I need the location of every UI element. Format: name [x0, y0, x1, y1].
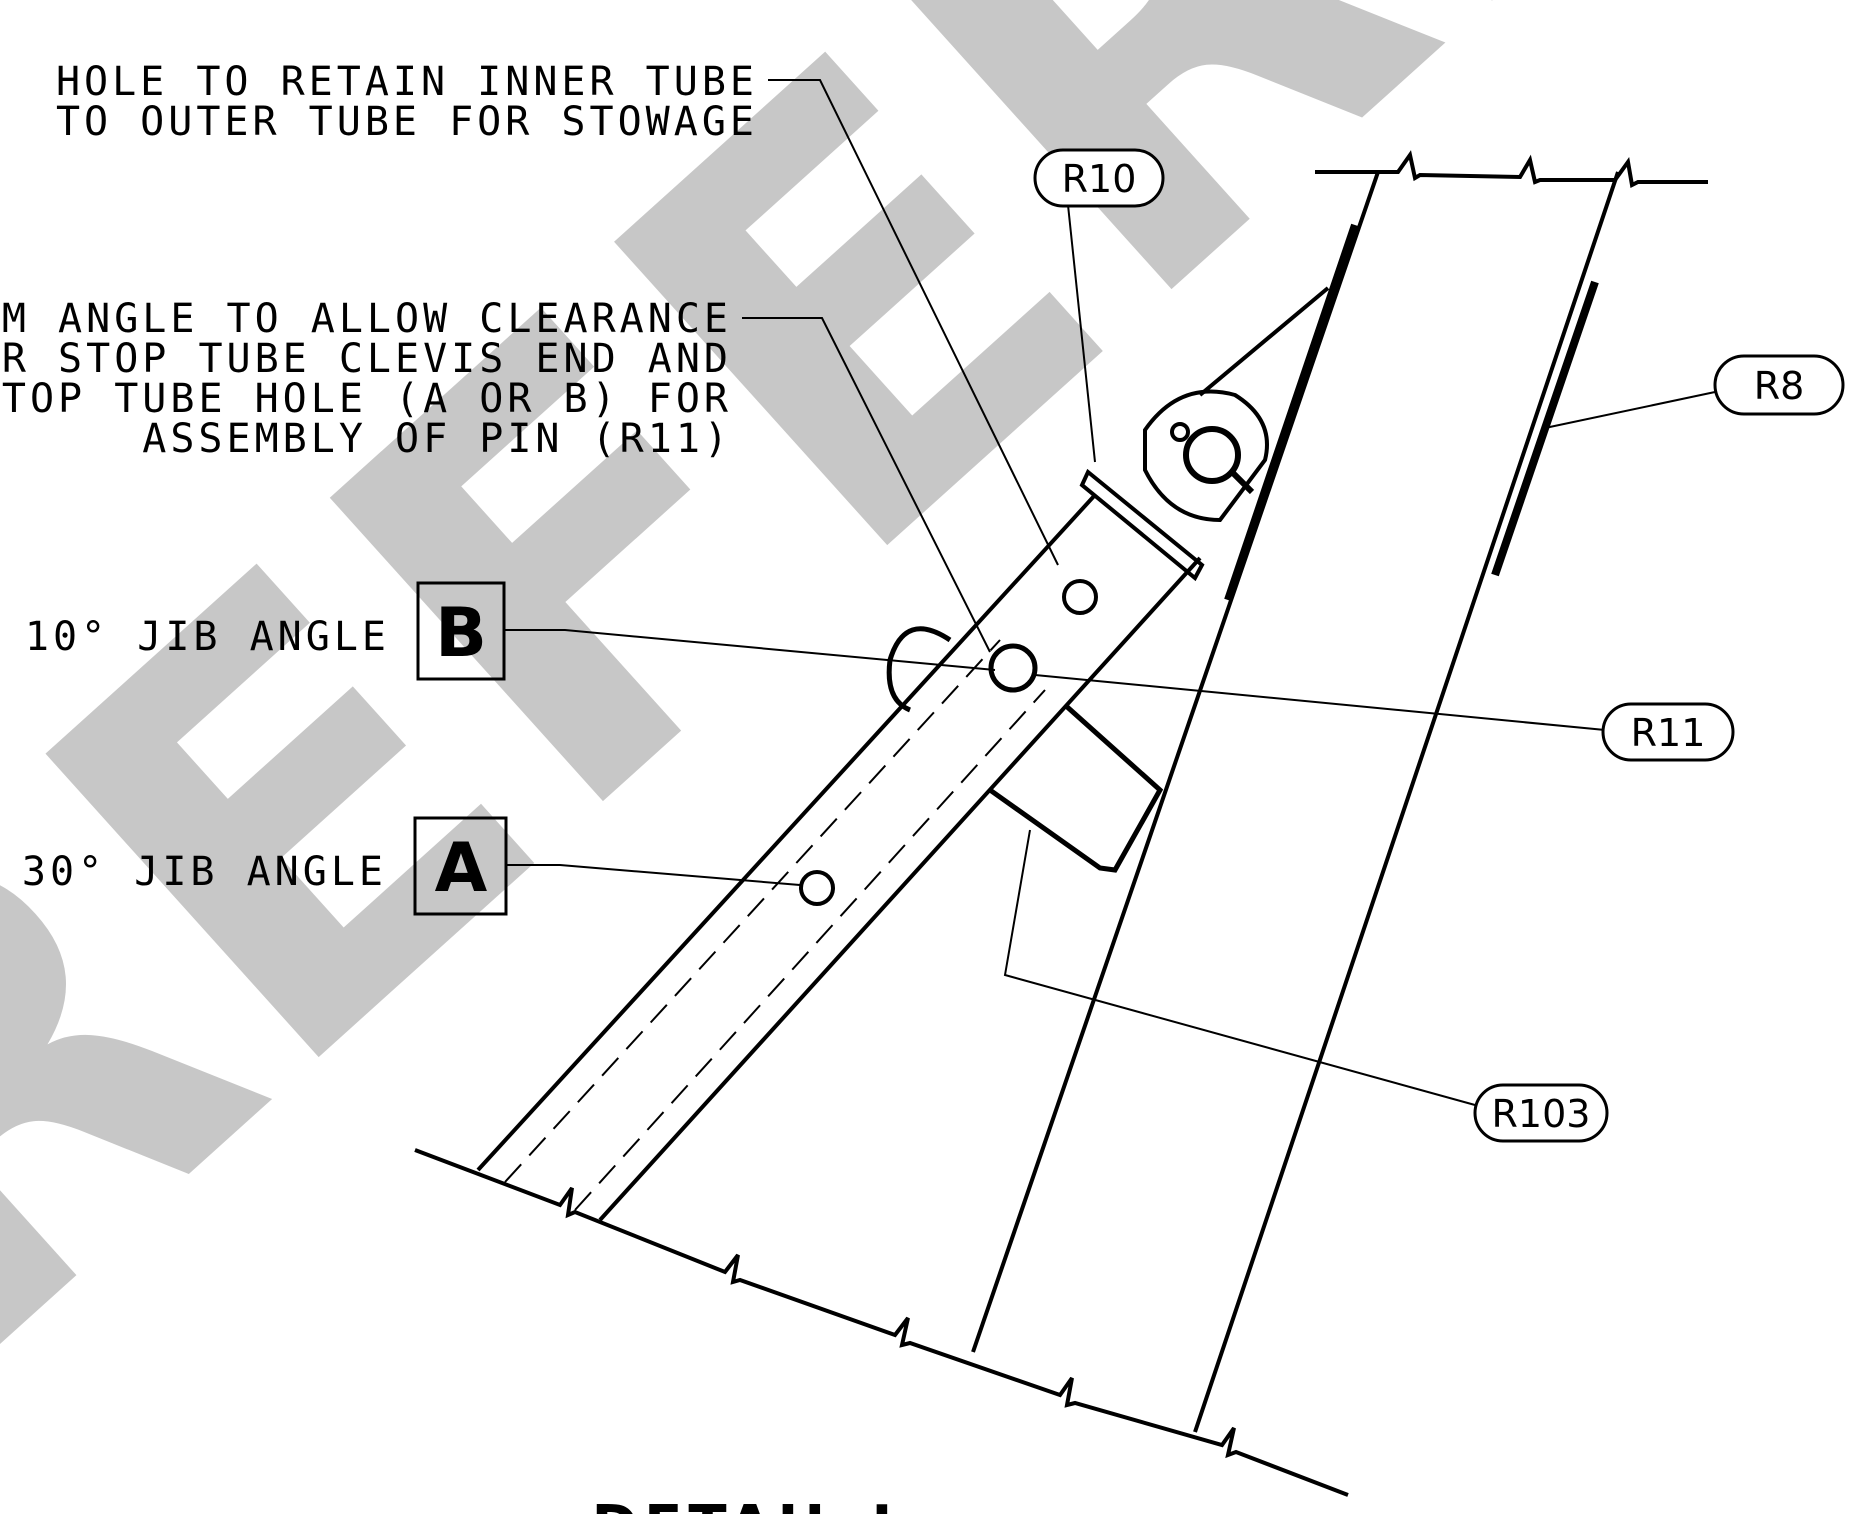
boom-right-edge: [1193, 171, 1620, 1433]
position-b-letter: B: [435, 594, 487, 673]
stop-tube: [476, 389, 1269, 1222]
stowage-note-line-2: TO OUTER TUBE FOR STOWAGE: [56, 99, 758, 145]
leader-r8: [1544, 391, 1716, 429]
boom-plate-left: [1224, 223, 1359, 602]
callout-r11-text: R11: [1631, 711, 1706, 755]
bottom-break-line: [414, 1148, 1349, 1497]
detail-title: DETAIL J: [592, 1494, 899, 1514]
position-a-box: [413, 816, 508, 916]
leader-clearance: [742, 317, 991, 653]
clevis-end: [1143, 389, 1269, 523]
clearance-note-line-2: ER STOP TUBE CLEVIS END AND: [0, 336, 732, 382]
stop-tube-right-edge: [598, 556, 1202, 1222]
pin-r11: [988, 643, 1038, 693]
leader-lines: [505, 79, 1716, 1106]
clevis-pin-handle: [1227, 467, 1255, 495]
stop-tube-left-edge: [476, 493, 1097, 1172]
clearance-note-line-4: ASSEMBLY OF PIN (R11): [142, 416, 732, 462]
leader-a: [505, 864, 801, 886]
leader-r103: [1003, 829, 1476, 1106]
position-a: 30° JIB ANGLE A: [22, 816, 508, 916]
callout-r103-text: R103: [1492, 1092, 1591, 1136]
callout-r11: R11: [1601, 702, 1735, 762]
position-b-label: 10° JIB ANGLE: [25, 614, 390, 660]
position-a-letter: A: [435, 829, 488, 908]
callout-r11-balloon: [1601, 702, 1735, 762]
callout-r103-balloon: [1473, 1083, 1609, 1143]
leader-r11: [1034, 674, 1606, 731]
clevis-pin: [1183, 426, 1241, 484]
leader-stowage-hole: [768, 79, 1059, 566]
boom-outline: [414, 150, 1708, 1497]
inner-tube-hidden-right: [574, 689, 1046, 1211]
leader-b: [505, 629, 996, 671]
position-b: 10° JIB ANGLE B: [25, 581, 506, 681]
position-a-label: 30° JIB ANGLE: [22, 849, 387, 895]
stowage-note-line-1: HOLE TO RETAIN INNER TUBE: [56, 59, 758, 105]
watermark-text: REFERENCE: [0, 0, 1852, 1479]
clearance-note-line-3: STOP TUBE HOLE (A OR B) FOR: [0, 376, 732, 422]
boom-plate-right: [1491, 280, 1599, 577]
clevis-collar: [1079, 468, 1205, 582]
callout-r10-text: R10: [1062, 157, 1137, 201]
watermark: REFERENCE: [0, 0, 1852, 1479]
leader-r10: [1067, 204, 1096, 463]
position-b-box: [416, 581, 506, 681]
clearance-note: OM ANGLE TO ALLOW CLEARANCE ER STOP TUBE…: [0, 296, 732, 462]
bracket-edge: [1198, 286, 1330, 397]
callout-r8-balloon: [1713, 354, 1845, 416]
callout-r10: R10: [1033, 148, 1165, 208]
clevis-small-hole: [1170, 422, 1190, 442]
clearance-note-line-1: OM ANGLE TO ALLOW CLEARANCE: [0, 296, 732, 342]
inner-tube-hidden-left: [504, 639, 1001, 1183]
callout-r103: R103: [1473, 1083, 1609, 1143]
callout-r8: R8: [1713, 354, 1845, 416]
stowage-note: HOLE TO RETAIN INNER TUBE TO OUTER TUBE …: [56, 59, 758, 145]
stowage-hole: [1062, 579, 1098, 615]
stop-bracket: [988, 703, 1164, 873]
callout-r10-balloon: [1033, 148, 1165, 208]
hole-a: [799, 870, 835, 906]
callout-r8-text: R8: [1754, 364, 1805, 408]
top-break-line: [1315, 150, 1708, 188]
